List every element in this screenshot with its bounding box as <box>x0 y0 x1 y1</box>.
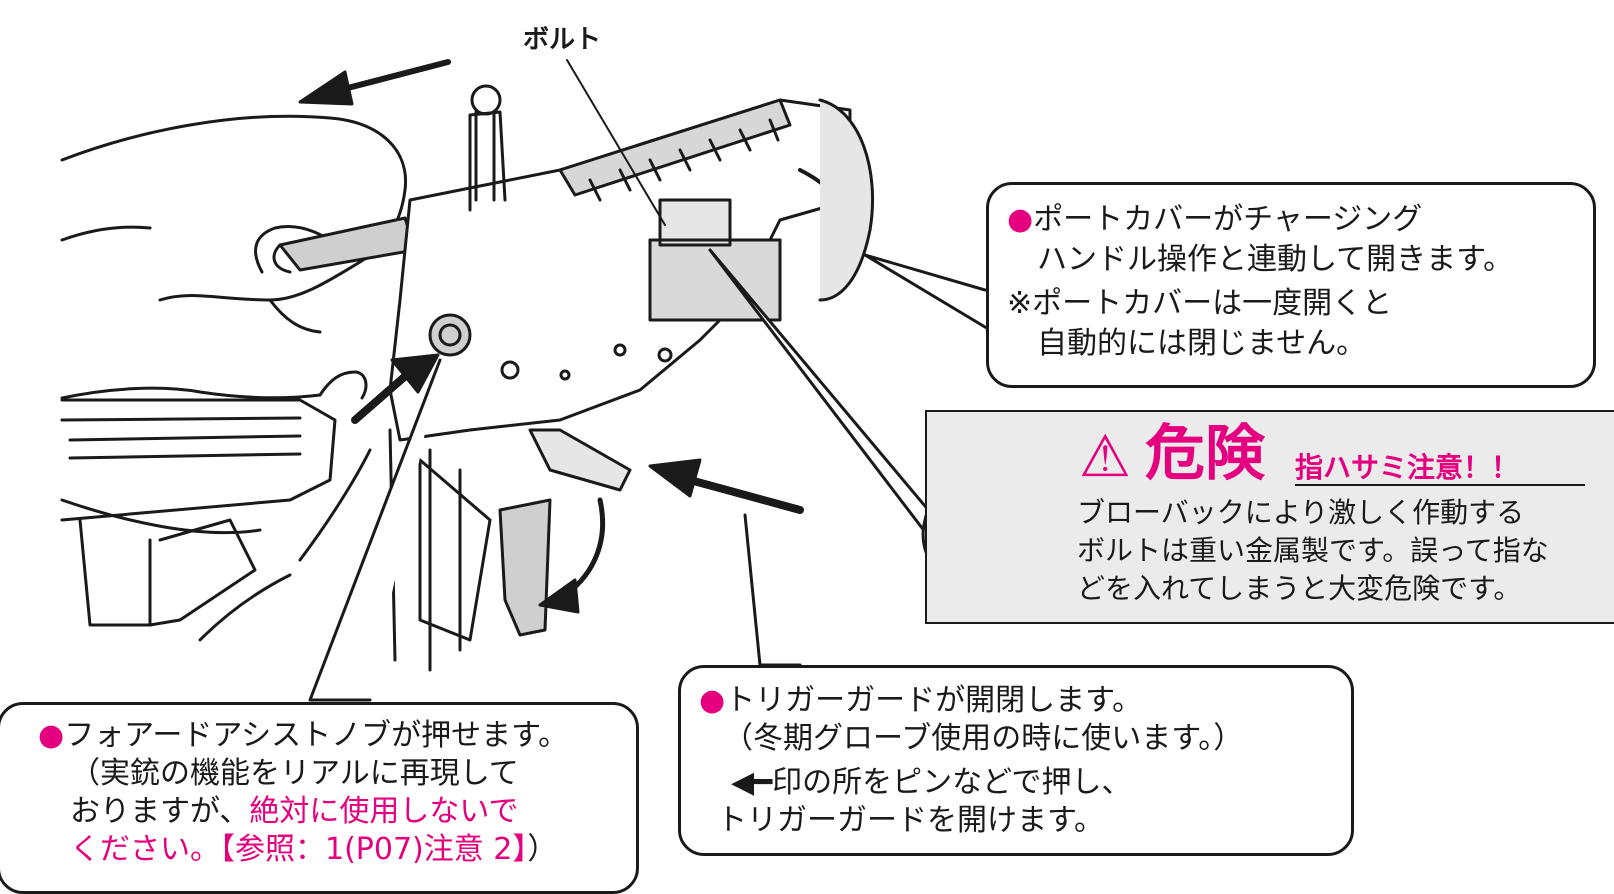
port-cover-line1: ●ポートカバーがチャージング <box>1007 202 1423 237</box>
forward-assist-line4: ください。【参照：1(P07)注意 2】） <box>70 832 558 867</box>
trigger-guard-arrow-icon <box>648 458 804 514</box>
danger-line2: ボルトは重い金属製です。誤って指な <box>1077 534 1549 567</box>
danger-subtitle: 指ハサミ注意！！ <box>1295 451 1520 484</box>
forward-assist-line3: おりますが、絶対に使用しないで <box>70 794 519 829</box>
port-cover-note-line2: 自動的には閉じません。 <box>1037 326 1367 361</box>
forward-assist-pointer <box>308 358 442 702</box>
bolt-leader-line <box>566 59 666 226</box>
bullet-dot-icon: ● <box>699 683 726 718</box>
trigger-guard-swing-arrow-icon <box>538 497 606 614</box>
danger-line3: どを入れてしまうと大変危険です。 <box>1077 572 1522 605</box>
trigger-guard-line4: トリガーガードを開けます。 <box>717 803 1104 838</box>
trigger-pointer <box>743 513 802 667</box>
trigger-guard-line3: ◀━印の所をピンなどで押し、 <box>731 765 1132 800</box>
pull-arrow-icon <box>298 59 451 106</box>
forward-assist-callout: ●フォアードアシストノブが押せます。 （実銃の機能をリアルに再現して おりますが… <box>0 702 639 894</box>
stock <box>60 398 337 627</box>
warning-triangle-icon: ⚠ <box>1079 422 1131 490</box>
trigger-guard-callout: ●トリガーガードが開閉します。 （冬期グローブ使用の時に使います。） ◀━印の所… <box>678 665 1354 856</box>
rifle-receiver <box>388 84 875 672</box>
lower-hand <box>60 370 372 642</box>
danger-underline <box>1295 484 1585 486</box>
bullet-dot-icon: ● <box>38 718 65 753</box>
port-cover-pointer <box>863 253 992 332</box>
danger-title: 危険 <box>1145 419 1265 489</box>
forward-assist-line2: （実銃の機能をリアルに再現して <box>70 756 519 791</box>
port-cover-line2: ハンドル操作と連動して開きます。 <box>1037 242 1514 277</box>
forward-assist-line1: ●フォアードアシストノブが押せます。 <box>38 718 569 753</box>
bullet-dot-icon: ● <box>1007 202 1034 237</box>
trigger-guard-line2: （冬期グローブ使用の時に使います。） <box>723 721 1244 756</box>
upper-hand <box>60 114 408 334</box>
port-cover-note-line1: ※ポートカバーは一度開くと <box>1007 286 1393 321</box>
danger-warning-box: ⚠ 危険 指ハサミ注意！！ ブローバックにより激しく作動する ボルトは重い金属製… <box>925 410 1614 624</box>
left-arrow-icon: ◀━ <box>731 765 773 800</box>
danger-line1: ブローバックにより激しく作動する <box>1077 496 1525 529</box>
bolt-label: ボルト <box>523 25 602 55</box>
forward-assist-arrow-icon <box>351 353 440 424</box>
danger-pointer <box>708 248 937 547</box>
trigger-guard-line1: ●トリガーガードが開閉します。 <box>699 683 1143 718</box>
port-cover-callout: ●ポートカバーがチャージング ハンドル操作と連動して開きます。 ※ポートカバーは… <box>986 182 1596 388</box>
